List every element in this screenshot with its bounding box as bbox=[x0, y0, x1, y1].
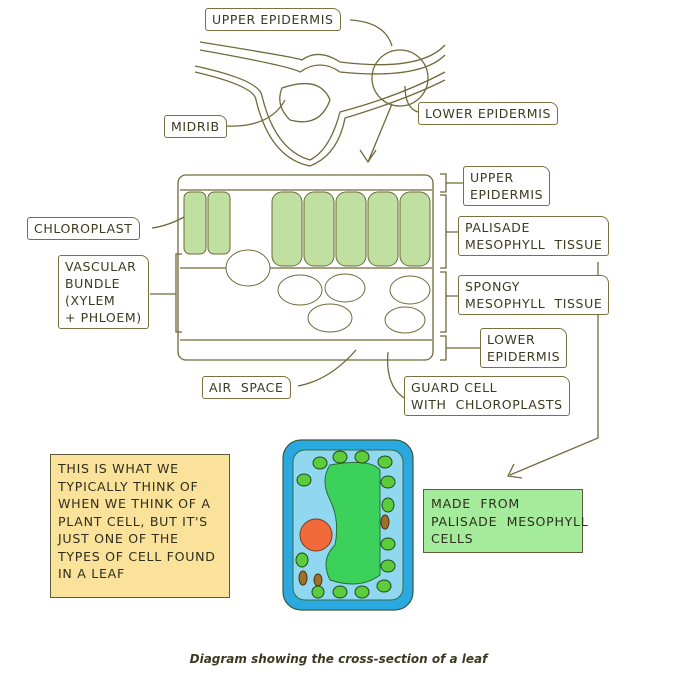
label-air-space: AIR SPACE bbox=[202, 376, 291, 399]
connector-midrib bbox=[224, 99, 286, 127]
connector-air-space bbox=[297, 349, 357, 387]
zoom-arrow bbox=[359, 103, 393, 164]
label-lower-epidermis: LOWER EPIDERMIS bbox=[480, 328, 568, 368]
vacuole bbox=[324, 461, 381, 585]
label-palisade-mesophyll: PALISADE MESOPHYLL TISSUE bbox=[458, 216, 610, 256]
palisade-cells bbox=[183, 191, 431, 267]
caption: Diagram showing the cross-section of a l… bbox=[189, 652, 488, 666]
plant-cell bbox=[282, 439, 414, 611]
connector-guard-cell bbox=[386, 351, 405, 399]
zoom-circle bbox=[371, 49, 429, 107]
label-chloroplast: CHLOROPLAST bbox=[27, 217, 140, 240]
spongy-cells bbox=[225, 249, 431, 334]
note-palisade-cells: MADE FROM PALISADE MESOPHYLL CELLS bbox=[423, 489, 588, 553]
label-guard-cell: GUARD CELL WITH CHLOROPLASTS bbox=[404, 376, 570, 416]
bracket-lower-epidermis bbox=[440, 335, 480, 361]
leaf-outline bbox=[194, 41, 446, 167]
mitochondria bbox=[298, 514, 390, 587]
bracket-vascular bbox=[150, 253, 182, 333]
label-upper-epidermis: UPPER EPIDERMIS bbox=[463, 166, 551, 206]
label-lower-epidermis-top: LOWER EPIDERMIS bbox=[418, 102, 559, 125]
label-vascular-bundle: VASCULAR BUNDLE (XYLEM + PHLOEM) bbox=[58, 255, 149, 329]
cross-section bbox=[177, 174, 434, 361]
label-upper-epidermis-top: UPPER EPIDERMIS bbox=[205, 8, 341, 31]
connector-chloroplast bbox=[151, 215, 187, 229]
nucleus bbox=[299, 518, 333, 552]
connector-upper-epidermis bbox=[349, 19, 393, 47]
bracket-upper-epidermis bbox=[440, 173, 464, 193]
label-spongy-mesophyll: SPONGY MESOPHYLL TISSUE bbox=[458, 275, 610, 315]
note-typical-plant-cell: THIS IS WHAT WE TYPICALLY THINK OF WHEN … bbox=[50, 454, 230, 598]
connector-palisade-cells bbox=[507, 262, 599, 479]
label-midrib: MIDRIB bbox=[164, 115, 227, 138]
chloroplasts bbox=[295, 450, 396, 599]
connector-lower-epidermis bbox=[404, 85, 419, 113]
